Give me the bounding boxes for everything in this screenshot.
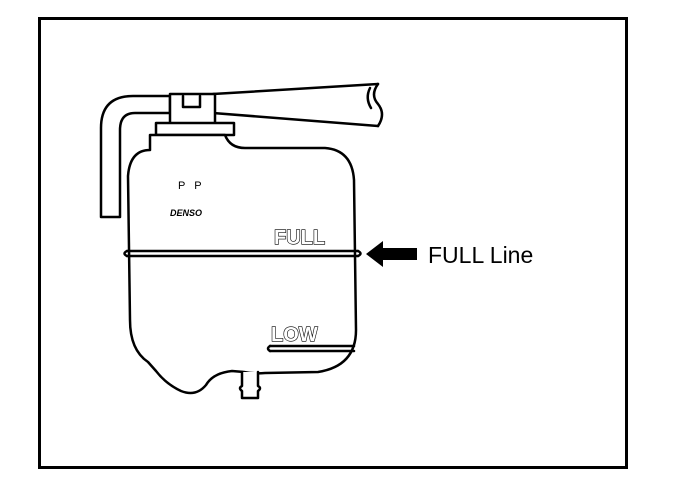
brand-label: DENSO (170, 208, 202, 218)
low-mark: LOW (271, 324, 318, 346)
horizontal-hose (211, 82, 384, 128)
reservoir-cap (154, 92, 236, 137)
reservoir-tank (126, 133, 358, 395)
material-mark: P P (178, 180, 205, 192)
full-line-band (123, 249, 362, 258)
drain-nozzle (238, 370, 262, 400)
full-line-callout-label: FULL Line (428, 242, 533, 268)
low-line-bar (266, 344, 356, 353)
arrow-left-icon (366, 241, 417, 267)
full-mark: FULL (274, 227, 325, 249)
